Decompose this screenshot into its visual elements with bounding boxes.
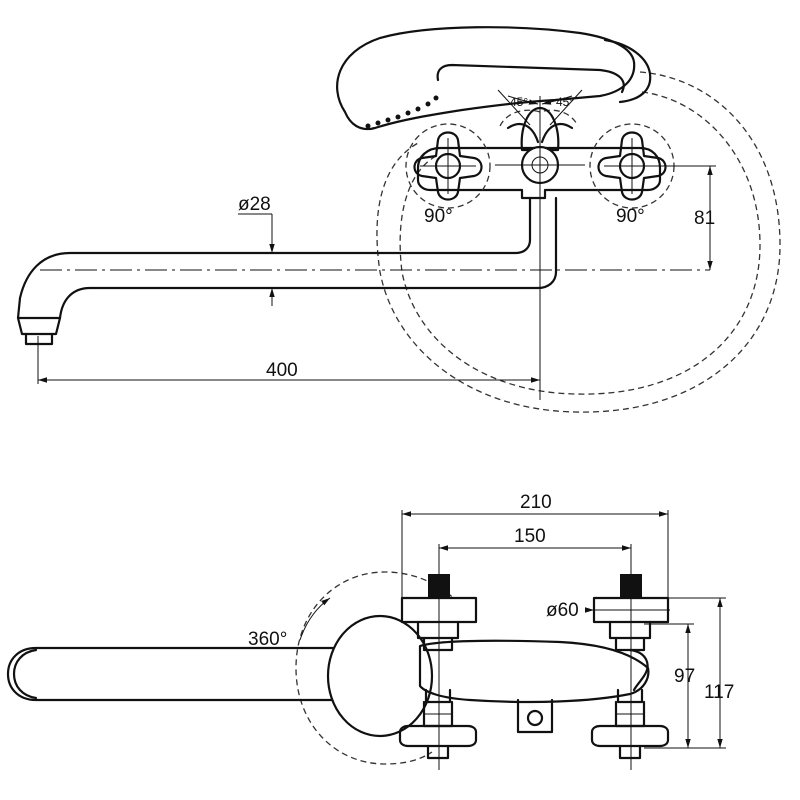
right-cross-handle: [589, 123, 675, 209]
faucet-body-front: [418, 639, 650, 704]
shower-hose-inner: [399, 91, 761, 395]
angle-left-handle: 90°: [424, 206, 453, 227]
spout-top: [16, 196, 558, 348]
dim-height-117: 117: [704, 682, 734, 703]
shower-nozzle-holes: [365, 95, 439, 129]
front-view: 360°: [6, 492, 734, 770]
dim-height: 81: [694, 208, 715, 229]
hand-shower-head: [336, 26, 652, 131]
right-valve: [590, 574, 670, 760]
top-view: 45° 45° 90° 90° ø28 400: [16, 26, 781, 413]
angle-right-handle: 90°: [616, 206, 645, 227]
diverter-lever: [495, 96, 585, 400]
dim-diameter-spout: ø28: [238, 194, 271, 215]
bottom-outlet: [516, 698, 554, 734]
dim-diameter-body: ø60: [546, 600, 579, 621]
dim-center-distance: 150: [514, 526, 546, 547]
spout-front: [6, 614, 434, 738]
angle-diverter-left: 45°: [510, 95, 528, 109]
dim-rotation: 360°: [248, 629, 287, 650]
dim-spout-length: 400: [266, 360, 298, 381]
faucet-body-top: [416, 146, 662, 200]
dim-total-width: 210: [520, 492, 552, 513]
rotation-circle: [295, 571, 471, 765]
dim-height-97: 97: [674, 666, 695, 687]
shower-hose-outer: [376, 71, 781, 413]
angle-diverter-right: 45°: [556, 95, 574, 109]
left-cross-handle: [405, 123, 491, 209]
